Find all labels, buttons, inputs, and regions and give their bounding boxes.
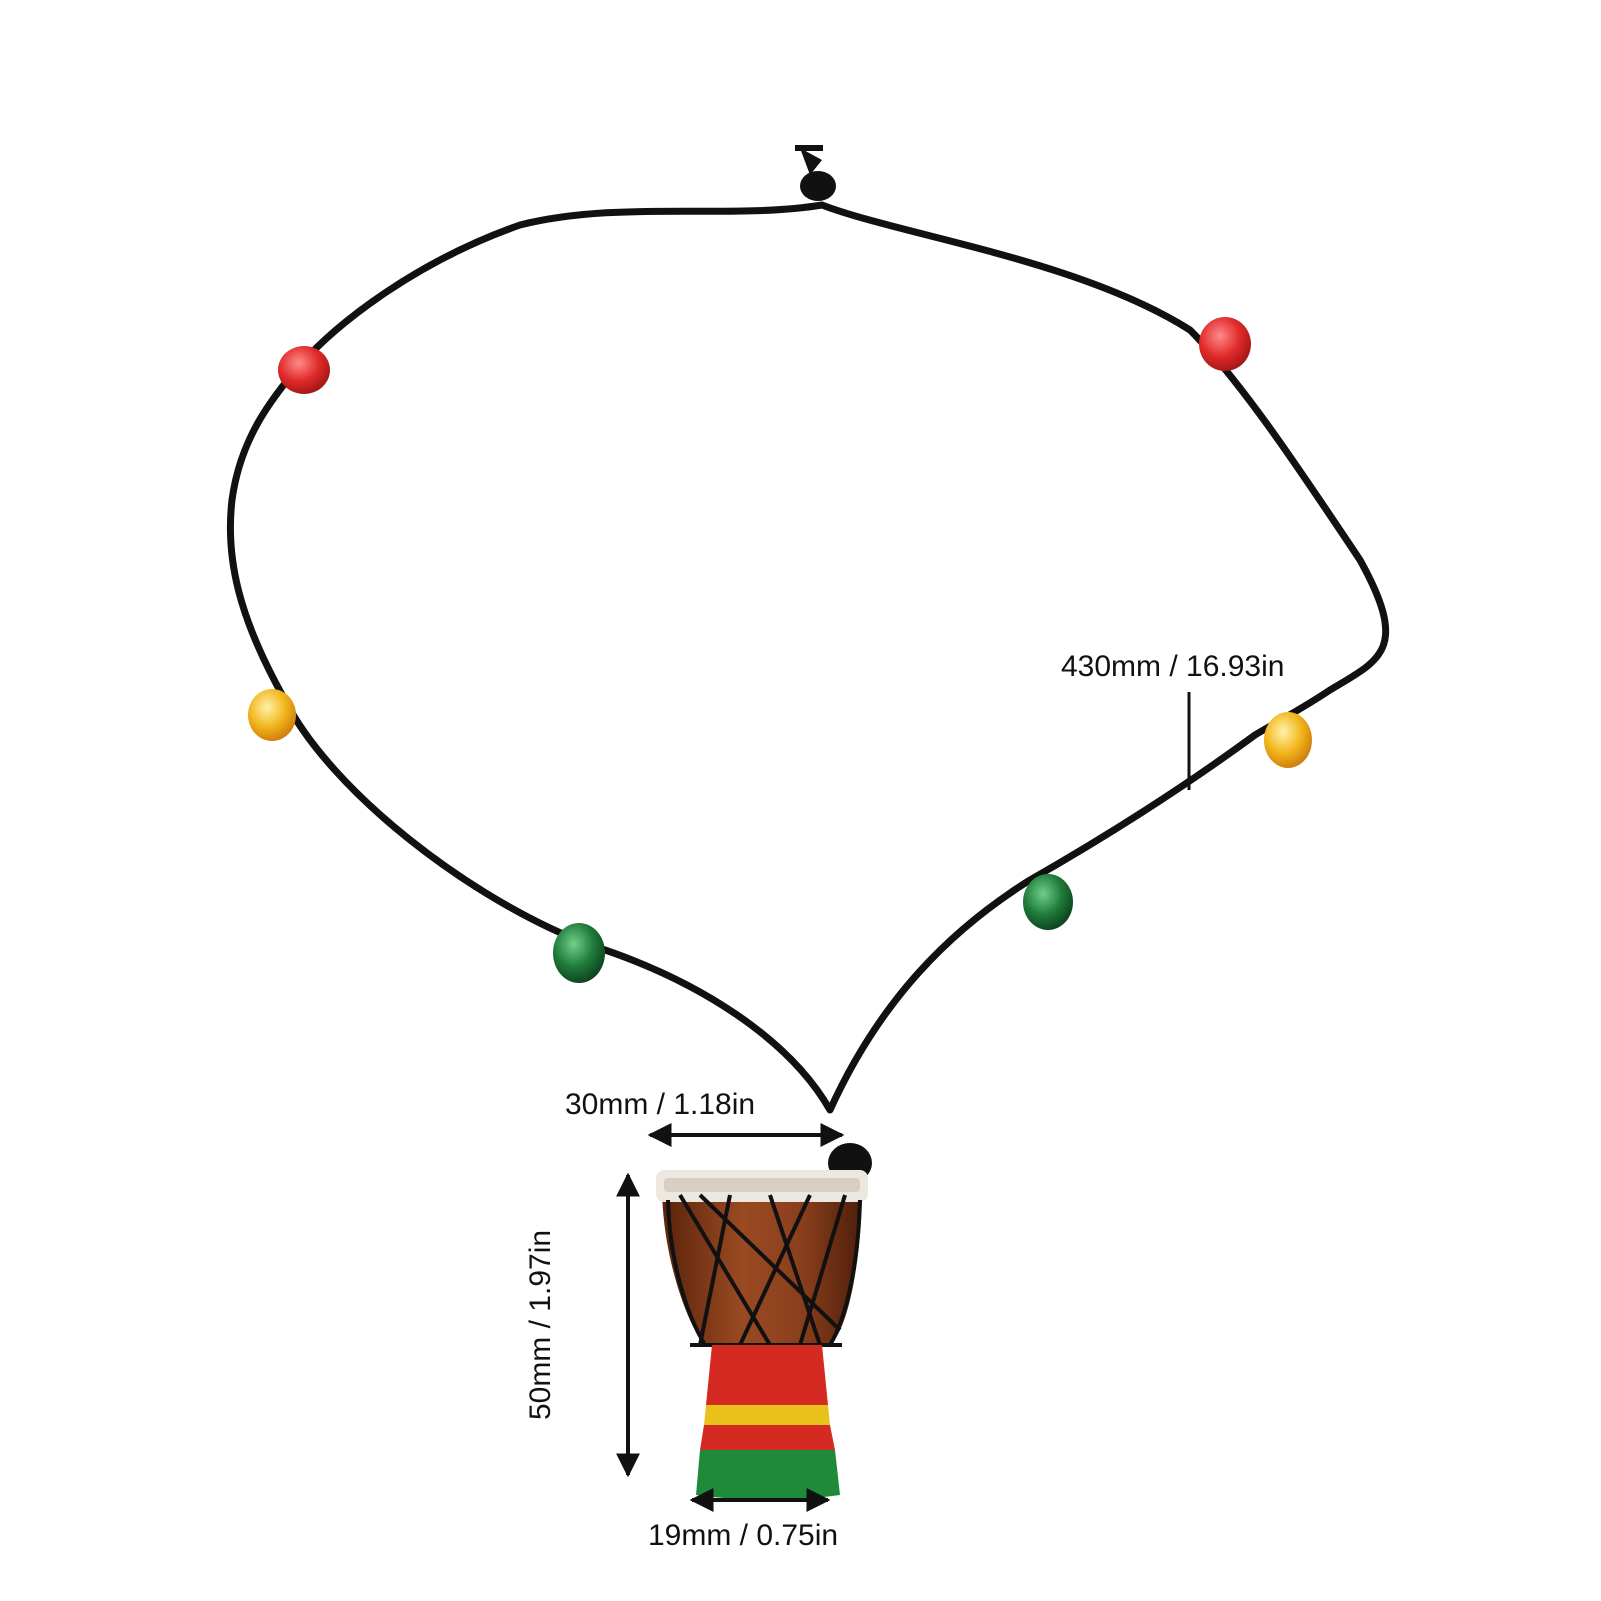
bead-green-right [1023,874,1073,930]
bead-red-right [1199,317,1251,371]
bead-yellow-left [248,689,296,741]
bead-red-left [278,346,330,394]
cord-length-label: 430mm / 16.93in [1061,650,1285,683]
bead-green-left [553,923,605,983]
bead-yellow-right [1264,712,1312,768]
top-knot [795,145,836,201]
height-label: 50mm / 1.97in [524,1229,558,1421]
djembe-drum [656,1170,868,1500]
top-width-label: 30mm / 1.18in [565,1088,756,1121]
cord [226,201,1390,1114]
bottom-width-label: 19mm / 0.75in [648,1519,839,1552]
